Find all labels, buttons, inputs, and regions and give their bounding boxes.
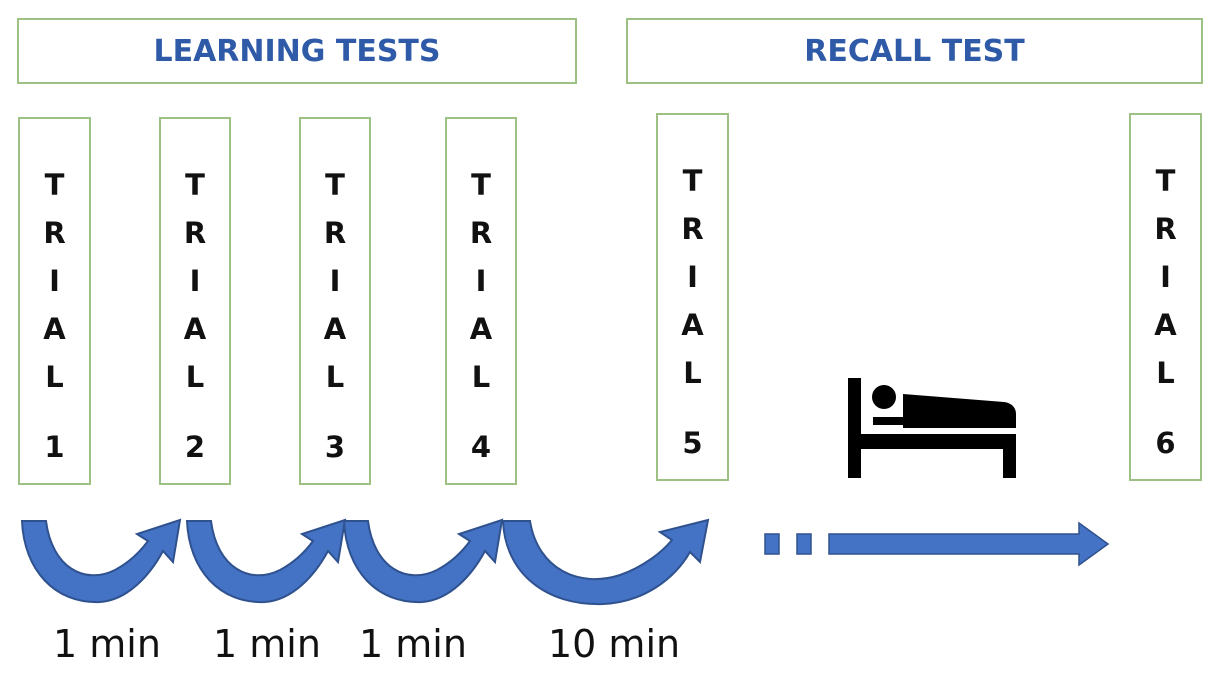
- trial-letter: R: [43, 216, 66, 250]
- trial-letter: T: [1155, 164, 1176, 198]
- trial-letter: L: [1156, 356, 1175, 390]
- trial-letter: R: [1154, 212, 1177, 246]
- curved-arrow-icon: [501, 518, 710, 606]
- trial-letter: I: [49, 264, 60, 298]
- trial-number: 3: [324, 430, 346, 464]
- trial-letter: I: [1160, 260, 1171, 294]
- trial-letter: R: [469, 216, 493, 250]
- trial-box-6: T R I A L 6: [1129, 113, 1202, 481]
- trial-letter: I: [475, 264, 487, 298]
- trial-letter: L: [471, 360, 491, 394]
- trial-letter: L: [683, 356, 702, 390]
- trial-letter: R: [183, 216, 207, 250]
- trial-letter: A: [1154, 308, 1177, 342]
- dashed-arrow-icon: [764, 521, 1110, 567]
- trial-letter: A: [183, 312, 207, 346]
- curved-arrow-icon: [20, 518, 182, 604]
- trial-letter: I: [687, 260, 698, 294]
- recall-test-header: RECALL TEST: [626, 18, 1203, 84]
- trial-letter: A: [469, 312, 493, 346]
- trial-letter: T: [185, 168, 205, 202]
- learning-tests-label: LEARNING TESTS: [153, 33, 441, 69]
- trial-letter: A: [681, 308, 704, 342]
- trial-number: 6: [1155, 426, 1176, 460]
- interval-label-2: 1 min: [213, 622, 321, 666]
- trial-box-4: T R I A L 4: [445, 117, 517, 485]
- trial-letter: R: [323, 216, 347, 250]
- trial-letter: I: [189, 264, 201, 298]
- trial-letter: A: [43, 312, 66, 346]
- trial-letter: R: [681, 212, 704, 246]
- trial-letter: L: [185, 360, 205, 394]
- trial-letter: L: [45, 360, 64, 394]
- recall-test-label: RECALL TEST: [804, 33, 1025, 69]
- curved-arrow-icon: [185, 518, 347, 604]
- trial-box-5: T R I A L 5: [656, 113, 729, 481]
- trial-number: 4: [470, 430, 492, 464]
- trial-letter: L: [325, 360, 345, 394]
- interval-label-3: 1 min: [359, 622, 467, 666]
- trial-box-2: T R I A L 2: [159, 117, 231, 485]
- bed-sleep-icon: [848, 378, 1016, 478]
- trial-letter: T: [325, 168, 345, 202]
- trial-number: 1: [44, 430, 65, 464]
- trial-letter: T: [44, 168, 65, 202]
- trial-number: 2: [184, 430, 206, 464]
- trial-box-3: T R I A L 3: [299, 117, 371, 485]
- learning-tests-header: LEARNING TESTS: [17, 18, 577, 84]
- trial-box-1: T R I A L 1: [18, 117, 91, 485]
- trial-letter: A: [323, 312, 347, 346]
- curved-arrow-icon: [342, 518, 504, 604]
- interval-label-1: 1 min: [53, 622, 161, 666]
- trial-letter: T: [682, 164, 703, 198]
- trial-letter: I: [329, 264, 341, 298]
- trial-number: 5: [682, 426, 703, 460]
- trial-letter: T: [471, 168, 491, 202]
- interval-label-4: 10 min: [548, 622, 681, 666]
